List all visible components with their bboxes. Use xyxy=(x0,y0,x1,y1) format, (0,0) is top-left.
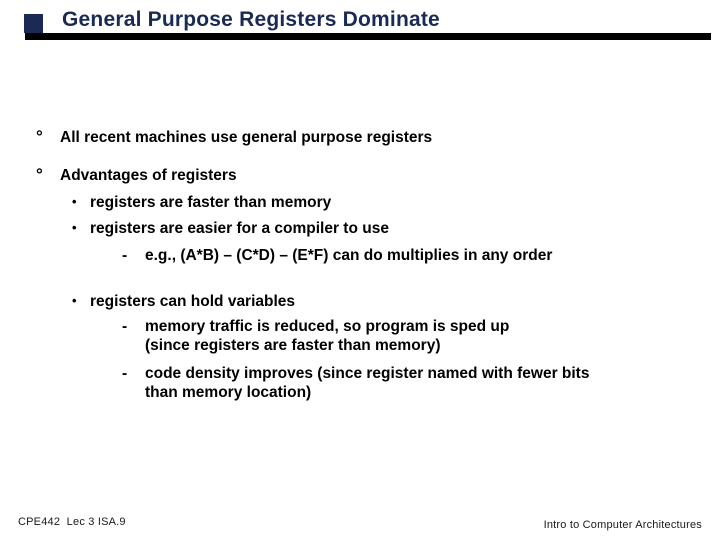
bullet-marker: • xyxy=(72,220,77,235)
dash-item: - code density improves (since register … xyxy=(122,364,589,402)
bullet-text: registers are easier for a compiler to u… xyxy=(90,220,389,237)
bullet-marker: • xyxy=(72,293,77,308)
bullet-text: registers can hold variables xyxy=(90,293,296,310)
title-underline xyxy=(25,33,711,40)
bullet-marker: • xyxy=(72,194,77,209)
dash-item: - e.g., (A*B) – (C*D) – (E*F) can do mul… xyxy=(122,246,552,265)
bullet-text: memory traffic is reduced, so program is… xyxy=(145,318,510,354)
bullet-item: ° All recent machines use general purpos… xyxy=(36,128,432,147)
sub-bullet-item: • registers are easier for a compiler to… xyxy=(72,219,389,238)
bullet-text: registers are faster than memory xyxy=(90,194,332,211)
footer-course-label: CPE442 Lec 3 ISA.9 xyxy=(18,516,126,528)
bullet-text: e.g., (A*B) – (C*D) – (E*F) can do multi… xyxy=(145,247,553,264)
bullet-text: code density improves (since register na… xyxy=(145,365,590,401)
sub-bullet-item: • registers can hold variables xyxy=(72,292,295,311)
dash-marker: - xyxy=(122,318,128,335)
dash-marker: - xyxy=(122,365,128,382)
sub-bullet-item: • registers are faster than memory xyxy=(72,193,331,212)
bullet-text: All recent machines use general purpose … xyxy=(60,129,433,146)
dash-marker: - xyxy=(122,247,128,264)
page-title: General Purpose Registers Dominate xyxy=(62,8,440,31)
bullet-text: Advantages of registers xyxy=(60,167,237,184)
dash-item: - memory traffic is reduced, so program … xyxy=(122,317,509,355)
footer-course-title: Intro to Computer Architectures xyxy=(543,519,702,531)
bullet-marker: ° xyxy=(36,165,43,184)
bullet-marker: ° xyxy=(36,127,43,146)
title-accent-square-icon xyxy=(24,14,43,33)
bullet-item: ° Advantages of registers xyxy=(36,166,237,185)
